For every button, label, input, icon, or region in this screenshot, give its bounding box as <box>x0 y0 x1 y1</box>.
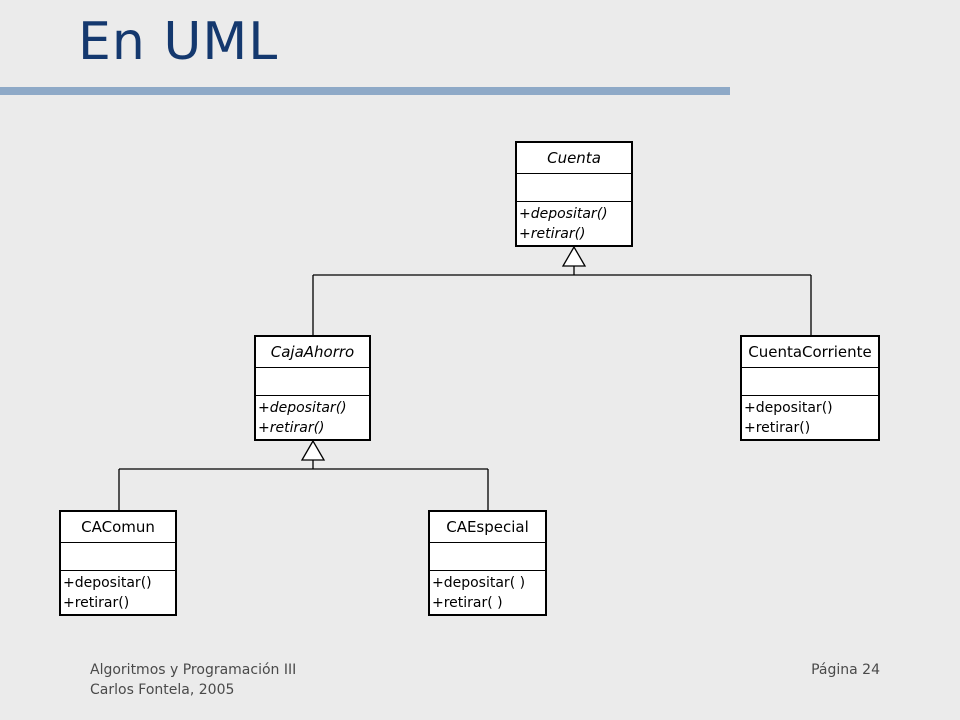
page-number: Página 24 <box>811 662 880 678</box>
operation-retirar: +retirar() <box>258 420 325 436</box>
class-box-caespecial[interactable]: CAEspecial +depositar( ) +retirar( ) <box>428 510 547 616</box>
class-attributes-caespecial <box>430 543 545 571</box>
operation-retirar: +retirar( ) <box>432 595 503 611</box>
class-operations-caespecial: +depositar( ) +retirar( ) <box>430 571 545 614</box>
class-operations-cacomun: +depositar() +retirar() <box>61 571 175 614</box>
class-attributes-cuenta <box>517 174 631 202</box>
class-operations-cuenta: +depositar() +retirar() <box>517 202 631 245</box>
class-name-cacomun: CAComun <box>61 512 175 543</box>
footer-course: Algoritmos y Programación III <box>90 662 297 678</box>
class-attributes-cuentacorriente <box>742 368 878 396</box>
class-operations-cajaahorro: +depositar() +retirar() <box>256 396 369 439</box>
operation-depositar: +depositar() <box>744 400 833 416</box>
class-name-cuentacorriente: CuentaCorriente <box>742 337 878 368</box>
operation-retirar: +retirar() <box>63 595 130 611</box>
class-attributes-cajaahorro <box>256 368 369 396</box>
operation-depositar: +depositar() <box>63 575 152 591</box>
class-name-caespecial: CAEspecial <box>430 512 545 543</box>
class-name-cuenta: Cuenta <box>517 143 631 174</box>
title-underline <box>0 87 730 95</box>
class-name-cajaahorro: CajaAhorro <box>256 337 369 368</box>
operation-depositar: +depositar( ) <box>432 575 526 591</box>
operation-retirar: +retirar() <box>744 420 811 436</box>
slide-title: En UML <box>78 12 279 72</box>
class-operations-cuentacorriente: +depositar() +retirar() <box>742 396 878 439</box>
operation-depositar: +depositar() <box>258 400 347 416</box>
slide-footer: Algoritmos y Programación III Carlos Fon… <box>90 660 296 700</box>
operation-retirar: +retirar() <box>519 226 586 242</box>
operation-depositar: +depositar() <box>519 206 608 222</box>
class-box-cuenta[interactable]: Cuenta +depositar() +retirar() <box>515 141 633 247</box>
class-box-cacomun[interactable]: CAComun +depositar() +retirar() <box>59 510 177 616</box>
generalization-arrow-cuenta <box>561 245 587 267</box>
footer-author: Carlos Fontela, 2005 <box>90 682 235 698</box>
generalization-arrow-cajaahorro <box>300 439 326 461</box>
class-box-cajaahorro[interactable]: CajaAhorro +depositar() +retirar() <box>254 335 371 441</box>
class-attributes-cacomun <box>61 543 175 571</box>
class-box-cuentacorriente[interactable]: CuentaCorriente +depositar() +retirar() <box>740 335 880 441</box>
